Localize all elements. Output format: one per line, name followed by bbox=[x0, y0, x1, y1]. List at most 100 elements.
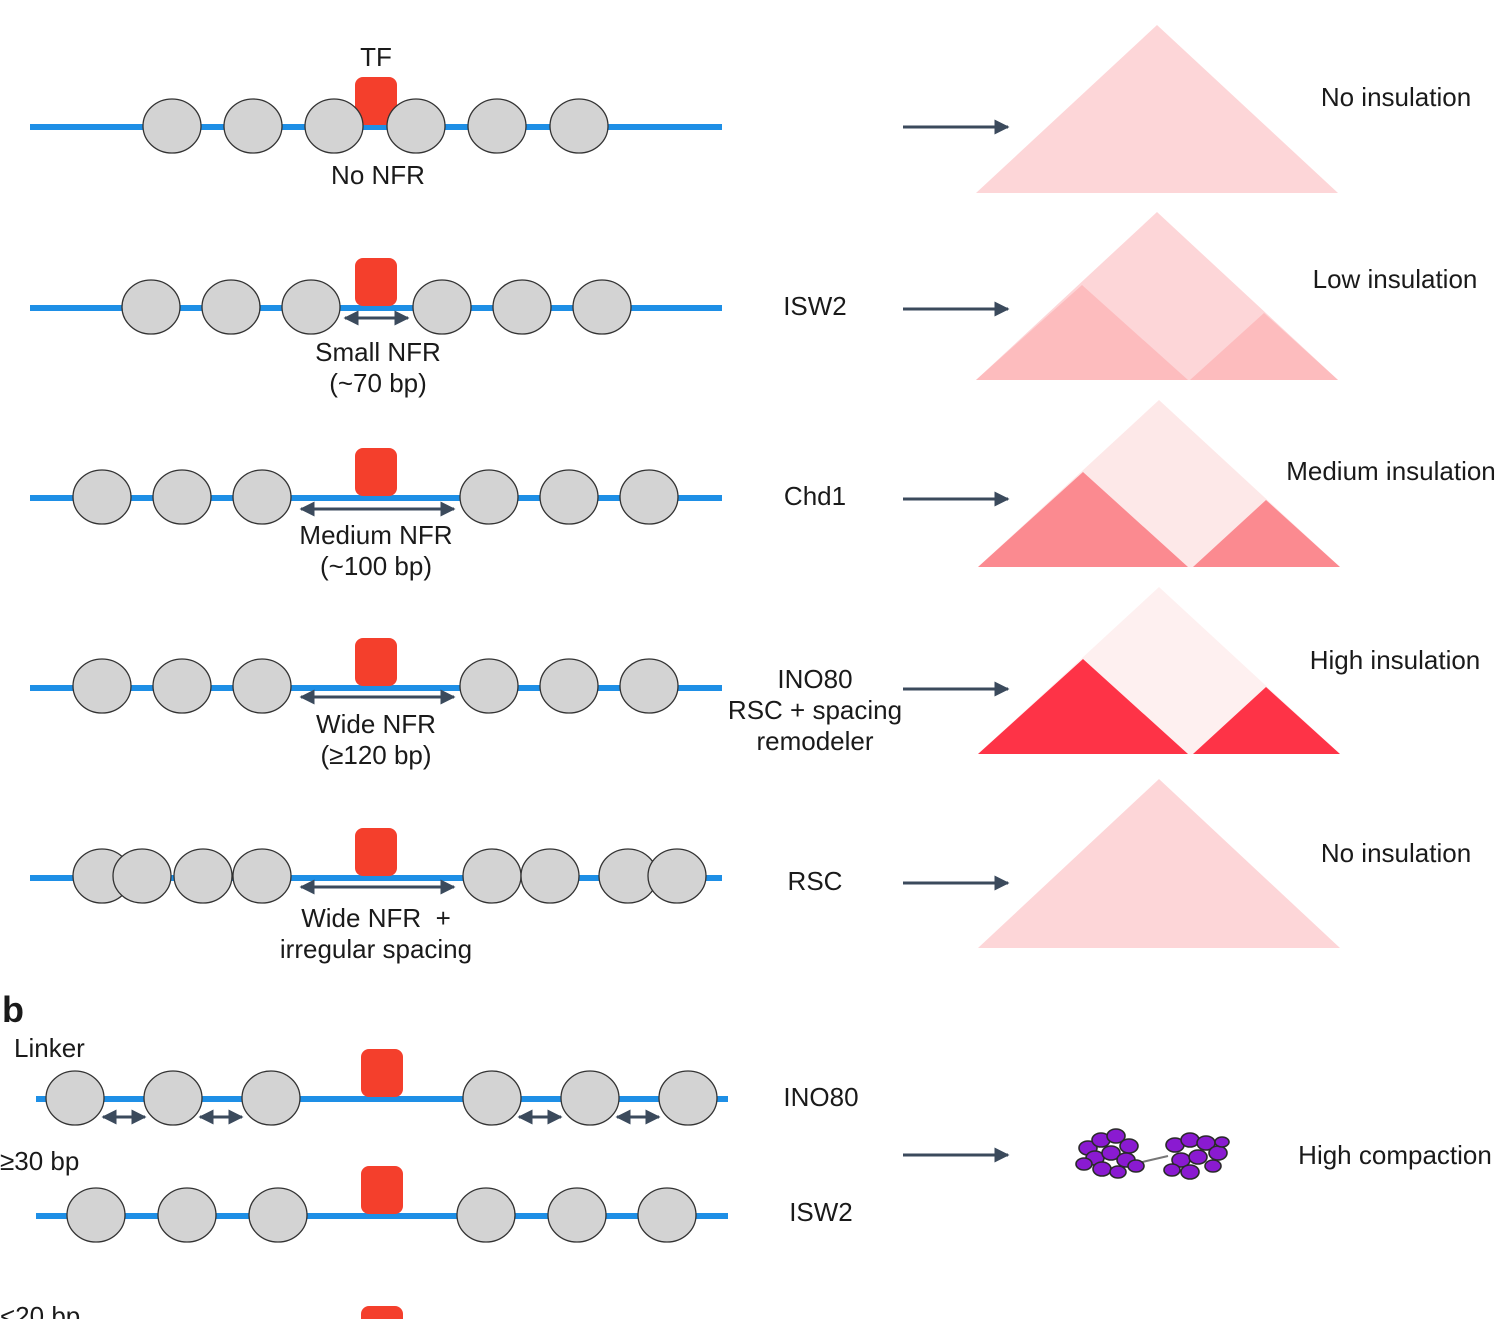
nucleosome bbox=[72, 469, 132, 525]
transcription-factor bbox=[355, 638, 397, 686]
remodeler-label: INO80 bbox=[777, 664, 852, 694]
insulation-label: No insulation bbox=[1321, 838, 1471, 868]
panel-label-b: b bbox=[2, 989, 24, 1030]
nucleosome bbox=[572, 279, 632, 335]
nucleosome bbox=[66, 1187, 126, 1243]
nucleosome-group bbox=[72, 658, 679, 714]
nucleosome-group bbox=[45, 1070, 718, 1126]
row-1: TF No NFR No insulation bbox=[30, 25, 1471, 193]
transcription-factor bbox=[355, 258, 397, 306]
sub-domain-triangle bbox=[1193, 687, 1340, 754]
nucleosome bbox=[539, 658, 599, 714]
nucleosome bbox=[462, 1070, 522, 1126]
row-4: Wide NFR (≥120 bp) INO80 RSC + spacing r… bbox=[30, 587, 1480, 770]
nucleosome bbox=[462, 848, 522, 904]
nucleosome bbox=[619, 469, 679, 525]
nucleosome bbox=[157, 1187, 217, 1243]
nucleosome bbox=[539, 469, 599, 525]
nucleosome bbox=[173, 848, 233, 904]
remodeler-label: remodeler bbox=[756, 726, 873, 756]
transcription-factor bbox=[361, 1166, 403, 1214]
nucleosome bbox=[232, 469, 292, 525]
linker-label: Linker bbox=[14, 1033, 85, 1063]
nfr-label: Small NFR bbox=[315, 337, 441, 367]
insulation-label: Low insulation bbox=[1313, 264, 1478, 294]
nucleosome bbox=[142, 98, 202, 154]
insulation-label: No insulation bbox=[1321, 82, 1471, 112]
sub-domain-triangle bbox=[978, 659, 1188, 754]
nucleosome bbox=[386, 98, 446, 154]
panel-b: b Linker INO80 ≥30 bp ISW2 bbox=[0, 989, 1492, 1319]
nucleosome bbox=[412, 279, 472, 335]
nucleosome bbox=[549, 98, 609, 154]
nucleosome bbox=[152, 658, 212, 714]
insulation-label: High insulation bbox=[1310, 645, 1481, 675]
nucleosome bbox=[492, 279, 552, 335]
nucleosome bbox=[467, 98, 527, 154]
row-2: Small NFR (~70 bp) ISW2 Low insulation bbox=[30, 212, 1477, 398]
nucleosome bbox=[459, 469, 519, 525]
nucleosome bbox=[45, 1070, 105, 1126]
insulation-triangle bbox=[976, 25, 1338, 193]
nfr-size-label: (~70 bp) bbox=[329, 368, 427, 398]
nfr-label: Wide NFR + bbox=[301, 903, 451, 933]
nfr-size-label: (≥120 bp) bbox=[320, 740, 431, 770]
nucleosome bbox=[647, 848, 707, 904]
nucleosome bbox=[658, 1070, 718, 1126]
spacing-label: <20 bp bbox=[0, 1301, 80, 1319]
nucleosome-group bbox=[66, 1187, 697, 1243]
nucleosome bbox=[143, 1070, 203, 1126]
nucleosome bbox=[456, 1187, 516, 1243]
nucleosome bbox=[459, 658, 519, 714]
row-3: Medium NFR (~100 bp) Chd1 Medium insulat… bbox=[30, 400, 1496, 581]
spacing-label: ≥30 bp bbox=[0, 1146, 79, 1176]
insulation-triangle bbox=[978, 779, 1340, 948]
nucleosome bbox=[232, 658, 292, 714]
nfr-size-label: (~100 bp) bbox=[320, 551, 432, 581]
nucleosome-group bbox=[72, 469, 679, 525]
transcription-factor bbox=[355, 448, 397, 496]
transcription-factor bbox=[361, 1049, 403, 1097]
nucleosome bbox=[232, 848, 292, 904]
remodeler-label: INO80 bbox=[783, 1082, 858, 1112]
nucleosome bbox=[560, 1070, 620, 1126]
nfr-label: Medium NFR bbox=[299, 520, 452, 550]
nucleosome bbox=[152, 469, 212, 525]
nfr-label: Wide NFR bbox=[316, 709, 436, 739]
nucleosome bbox=[619, 658, 679, 714]
nucleosome bbox=[248, 1187, 308, 1243]
nucleosome bbox=[547, 1187, 607, 1243]
nfr-label: No NFR bbox=[331, 160, 425, 190]
nucleosome-group bbox=[121, 279, 632, 335]
nucleosome-group bbox=[142, 98, 609, 154]
nucleosome bbox=[304, 98, 364, 154]
nucleosome bbox=[520, 848, 580, 904]
nucleosome bbox=[223, 98, 283, 154]
nfr-spacing-label: irregular spacing bbox=[280, 934, 472, 964]
nucleosome bbox=[637, 1187, 697, 1243]
sub-domain-triangle bbox=[976, 285, 1188, 380]
insulation-label: Medium insulation bbox=[1286, 456, 1496, 486]
nucleosome bbox=[281, 279, 341, 335]
tf-label: TF bbox=[360, 42, 392, 72]
compacted-chromatin-icon bbox=[1075, 1128, 1230, 1180]
nucleosome bbox=[72, 658, 132, 714]
nucleosome bbox=[112, 848, 172, 904]
transcription-factor bbox=[355, 828, 397, 876]
remodeler-label: ISW2 bbox=[783, 291, 847, 321]
compaction-label: High compaction bbox=[1298, 1140, 1492, 1170]
remodeler-label: RSC bbox=[788, 866, 843, 896]
transcription-factor bbox=[361, 1306, 403, 1319]
nucleosome bbox=[241, 1070, 301, 1126]
nucleosome bbox=[121, 279, 181, 335]
sub-domain-triangle bbox=[978, 472, 1188, 567]
sub-domain-triangle bbox=[1190, 313, 1338, 380]
remodeler-label: Chd1 bbox=[784, 481, 846, 511]
transcription-factor bbox=[355, 77, 397, 125]
remodeler-label: RSC + spacing bbox=[728, 695, 902, 725]
remodeler-label: ISW2 bbox=[789, 1197, 853, 1227]
nucleosome-group bbox=[72, 848, 707, 904]
sub-domain-triangle bbox=[1193, 500, 1340, 567]
